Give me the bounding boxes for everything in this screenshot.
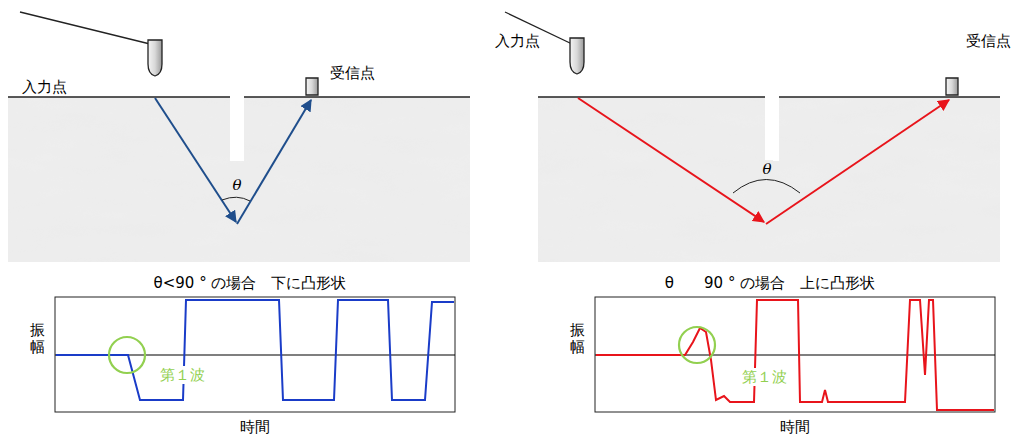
case-caption: θ 90 ° の場合 上に凸形状 [665, 274, 875, 292]
point-label: 入力点 [495, 32, 540, 50]
axis-label: 時間 [780, 418, 810, 435]
axis-label: 時間 [240, 418, 270, 435]
point-label: 入力点 [22, 78, 67, 96]
wave-label: 第１波 [740, 368, 789, 386]
point-label: 受信点 [966, 32, 1011, 50]
angle-label: θ [761, 160, 772, 178]
axis-label: 振幅 [30, 322, 45, 355]
angle-label: θ [231, 176, 242, 194]
axis-label: 振幅 [570, 322, 585, 355]
case-caption: θ<90 ° の場合 下に凸形状 [154, 274, 347, 292]
point-label: 受信点 [330, 64, 375, 82]
wave-label: 第１波 [158, 366, 207, 384]
